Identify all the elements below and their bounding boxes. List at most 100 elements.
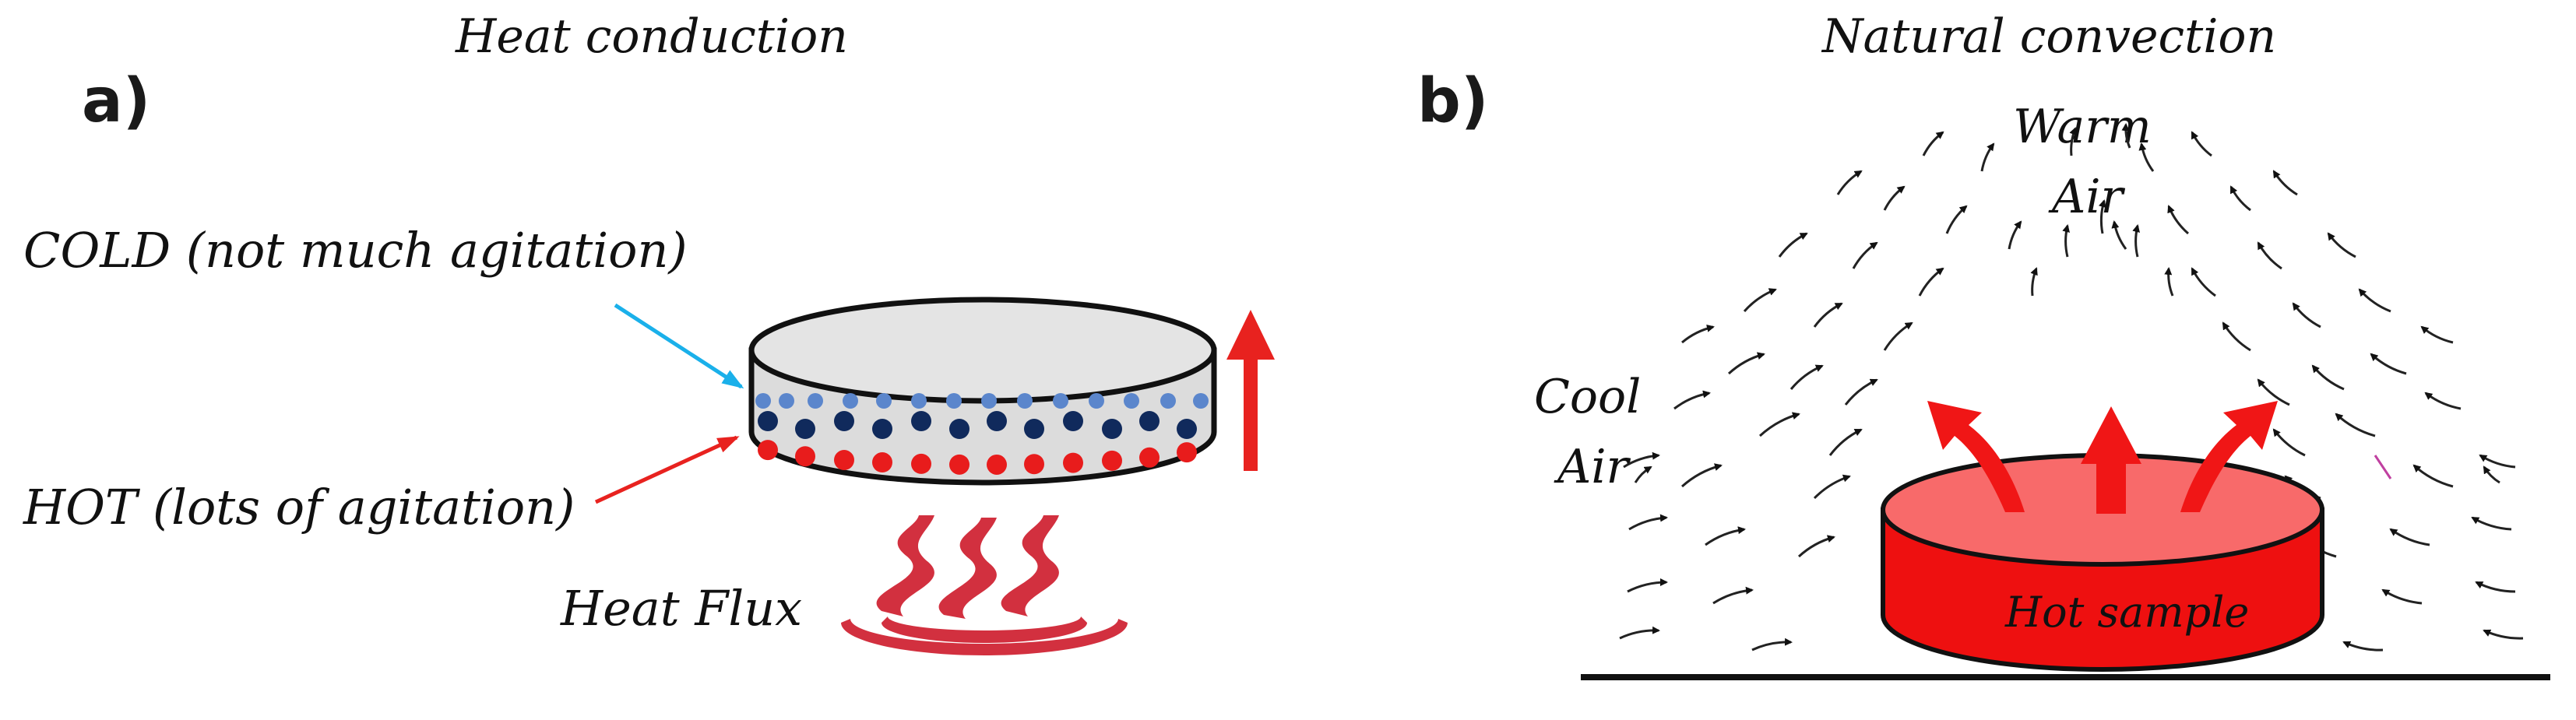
particle-dot xyxy=(1139,411,1160,431)
airflow-arrow xyxy=(1628,514,1668,531)
heat-flux-label: Heat Flux xyxy=(561,580,803,637)
particle-dot xyxy=(1124,393,1139,409)
particle-dot xyxy=(758,411,778,431)
particle-dot xyxy=(1102,450,1122,471)
airflow-arrow xyxy=(2272,170,2298,196)
particle-dot xyxy=(1017,393,1033,409)
particle-dot xyxy=(758,440,778,461)
particle-dot xyxy=(911,453,931,474)
particle-dot xyxy=(1024,454,1044,475)
airflow-arrow xyxy=(2111,220,2127,250)
particle-dot xyxy=(1102,419,1122,439)
airflow-arrow xyxy=(2272,428,2306,457)
airflow-arrow xyxy=(1844,378,1878,406)
particle-dot xyxy=(1053,393,1068,409)
hot-sample-label: Hot sample xyxy=(2005,588,2250,637)
particle-dot xyxy=(987,411,1007,431)
airflow-arrow xyxy=(1751,637,1793,652)
hot-pointer-arrow xyxy=(594,435,740,504)
particle-dot xyxy=(872,419,892,439)
airflow-arrow xyxy=(2412,464,2454,488)
airflow-arrow xyxy=(1619,626,1660,640)
particle-dot xyxy=(1089,393,1104,409)
airflow-arrow xyxy=(1623,451,1660,469)
airflow-arrow xyxy=(2138,142,2155,172)
panel-b-title: Natural convection xyxy=(1822,9,2277,64)
panel-a-title: Heat conduction xyxy=(456,9,848,64)
airflow-arrow xyxy=(1712,586,1754,605)
airflow-arrow xyxy=(2008,220,2022,250)
airflow-arrow xyxy=(1813,474,1851,500)
hot-label: HOT (lots of agitation) xyxy=(23,479,575,536)
particle-dot xyxy=(987,454,1007,475)
airflow-arrow xyxy=(2342,641,2384,652)
particle-dot xyxy=(911,393,927,409)
airflow-arrow xyxy=(1883,185,1906,211)
airflow-arrow xyxy=(2370,353,2407,375)
sample-highlight-mark xyxy=(2374,455,2392,479)
airflow-arrow xyxy=(2191,267,2216,297)
airflow-arrow xyxy=(1980,142,1995,172)
particle-dot xyxy=(1177,442,1197,463)
airflow-arrow xyxy=(1797,535,1835,558)
airflow-arrow xyxy=(1743,288,1777,312)
airflow-arrow xyxy=(2483,629,2524,640)
airflow-arrow xyxy=(2424,392,2462,410)
airflow-arrow xyxy=(1918,267,1944,297)
airflow-arrow xyxy=(2121,123,2131,149)
airflow-arrow xyxy=(2327,232,2356,258)
airflow-arrow xyxy=(2311,364,2345,391)
airflow-arrow xyxy=(2098,199,2106,234)
particle-dot xyxy=(946,393,962,409)
airflow-arrow xyxy=(1852,241,1878,269)
airflow-arrow xyxy=(2069,127,2077,156)
airflow-arrow xyxy=(2420,325,2454,344)
airflow-arrow xyxy=(1634,465,1652,483)
particle-dot xyxy=(795,419,815,439)
particle-dot xyxy=(911,411,931,431)
airflow-arrow xyxy=(1758,412,1800,437)
particle-dot xyxy=(876,393,892,409)
airflow-arrow xyxy=(2471,516,2512,531)
airflow-arrow xyxy=(1727,352,1765,375)
rising-heat-arrows xyxy=(1927,401,2278,514)
airflow-arrow xyxy=(2132,224,2140,258)
particle-dot xyxy=(1063,411,1083,431)
particle-dot xyxy=(1063,452,1083,473)
airflow-arrow xyxy=(1813,302,1843,328)
particle-dot xyxy=(872,452,892,473)
panel-b-letter: b) xyxy=(1417,66,1489,136)
airflow-arrow xyxy=(1945,205,1968,234)
airflow-arrow xyxy=(2030,267,2038,297)
airflow-arrow xyxy=(1836,170,1863,195)
conduction-cylinder xyxy=(748,297,1217,486)
panel-a-letter: a) xyxy=(82,66,151,136)
airflow-arrow xyxy=(2381,588,2423,605)
airflow-arrow xyxy=(2257,241,2282,270)
particle-dot xyxy=(1193,393,1209,409)
airflow-arrow xyxy=(2358,288,2391,313)
airflow-arrow xyxy=(2164,267,2174,297)
particle-dot xyxy=(1024,419,1044,439)
airflow-arrow xyxy=(1673,390,1711,410)
airflow-arrow xyxy=(1828,428,1863,456)
particle-dot xyxy=(981,393,997,409)
airflow-arrow xyxy=(2292,302,2321,328)
airflow-arrow xyxy=(1922,131,1944,156)
airflow-arrow xyxy=(2191,131,2212,157)
airflow-arrow xyxy=(1778,232,1808,258)
particle-dot xyxy=(779,393,794,409)
particle-dot xyxy=(834,450,854,471)
cold-pointer-arrow xyxy=(614,303,744,389)
heat-flux-icon xyxy=(841,515,1128,655)
particle-dot xyxy=(795,446,815,467)
airflow-arrow xyxy=(1681,324,1715,344)
particle-dot xyxy=(949,454,970,475)
airflow-arrow xyxy=(2335,413,2376,437)
particle-dot xyxy=(755,393,771,409)
particle-dot xyxy=(808,393,823,409)
airflow-arrow xyxy=(1883,321,1913,351)
airflow-arrow xyxy=(1627,578,1668,593)
airflow-arrow xyxy=(2062,224,2070,258)
